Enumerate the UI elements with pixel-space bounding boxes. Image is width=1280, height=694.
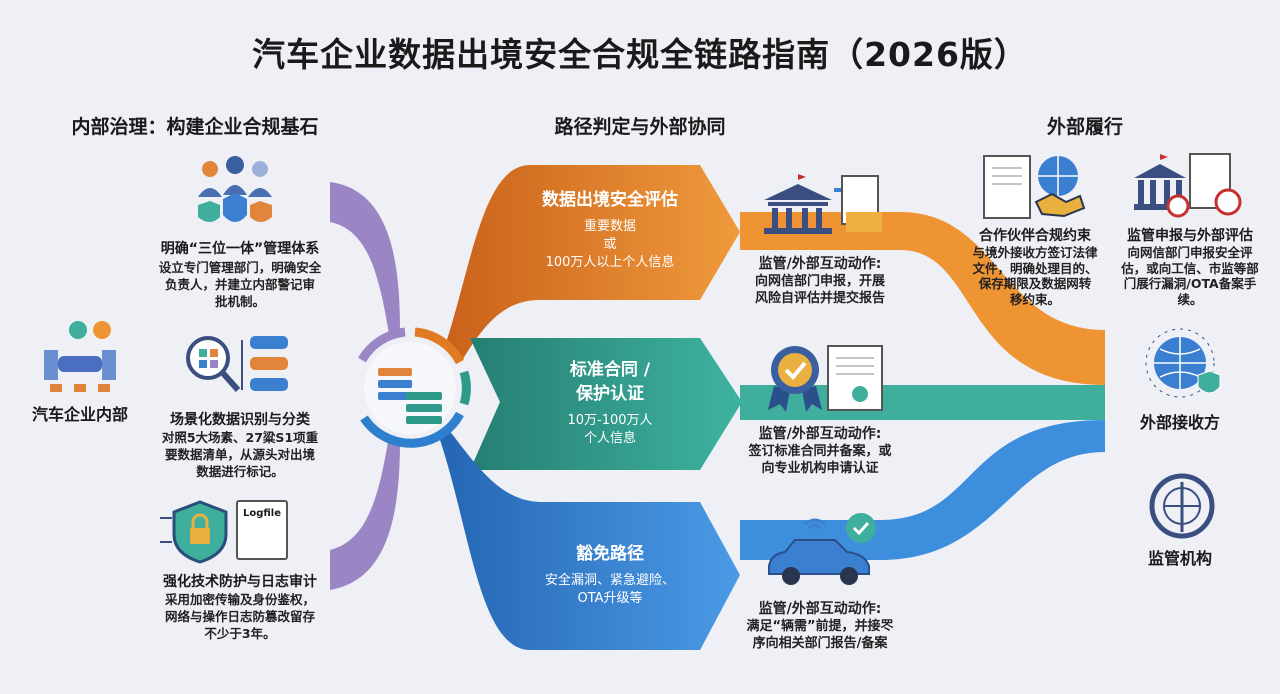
page-title: 汽车企业数据出境安全合规全链路指南（2026版） (252, 35, 1028, 74)
orange-ribbon (740, 212, 1105, 385)
desc-line: 负责人，并建立内部警记审 (164, 277, 315, 292)
path-title: 保护认证 (576, 384, 644, 404)
item-data-classification-title: 场景化数据识别与分类 (170, 412, 310, 428)
desc-line: 批机制。 (214, 294, 265, 309)
section-path-determination: 路径判定与外部协同 (554, 116, 726, 138)
desc-line: 数据进行标记。 (196, 464, 284, 479)
action-title: 监管/外部互动动作: (758, 426, 882, 442)
action-desc: 向网信部门申报，开展 (754, 274, 885, 289)
path-exemption: 豁免路径 安全漏洞、紧急避险、 OTA升级等 (520, 542, 700, 608)
action-security-assessment: 监管/外部互动动作: 向网信部门申报，开展风险自评估并提交报告 (740, 255, 900, 307)
teal-band (470, 338, 742, 470)
desc-line: 续。 (1177, 291, 1203, 307)
regulatory-authority-emblem-icon (1149, 473, 1215, 539)
certification-badge-icon (768, 345, 883, 412)
path-desc: 安全漏洞、紧急避险、 (544, 573, 675, 588)
action-desc: 风险自评估并提交报告 (754, 291, 885, 306)
purple-bracket (330, 182, 400, 340)
desc-line: 不少于3年。 (204, 626, 276, 641)
desc-line: 要数据清单，从源头对出境 (164, 447, 315, 462)
action-desc: 签订标准合同并备案，或 (748, 444, 892, 459)
path-title: 标准合同 / (569, 360, 651, 380)
desc-line: 采用加密传输及身份鉴权， (164, 592, 315, 607)
team-shield-icon (198, 156, 272, 222)
external-receiver-label: 外部接收方 (1139, 413, 1220, 432)
path-desc: 100万人以上个人信息 (545, 255, 675, 270)
item-tech-protection-title: 强化技术防护与日志审计 (163, 574, 317, 590)
center-hub (352, 327, 471, 448)
origin-label: 汽车企业内部 (31, 405, 128, 424)
car-factory-icon (44, 321, 116, 392)
desc-line: 门展行漏洞/OTA备案手 (1123, 276, 1257, 291)
global-network-shield-icon (1145, 328, 1221, 398)
contract-handshake-icon (983, 155, 1086, 219)
desc-line: 网络与操作日志防篡改留存 (164, 609, 315, 624)
section-external-fulfillment: 外部履行 (1046, 116, 1123, 138)
regulator-filing-desc: 向网信部门申报安全评估，或向工信、市监等部门展行漏洞/OTA备案手续。 (1110, 245, 1270, 307)
path-title: 豁免路径 (576, 544, 644, 564)
regulator-filing-title: 监管申报与外部评估 (1127, 228, 1253, 244)
item-data-classification-desc: 对照5大场素、27粱S1项重要数据清单，从源头对出境数据进行标记。 (130, 429, 350, 480)
logfile-label: Logfile (242, 508, 282, 519)
desc-line: 与境外接收方签订法律 (972, 245, 1098, 260)
connected-car-check-icon (768, 513, 876, 585)
item-management-system-desc: 设立专门管理部门，明确安全负责人，并建立内部警记审批机制。 (130, 259, 350, 310)
desc-line: 估，或向工信、市监等部 (1121, 260, 1259, 276)
action-desc: 满足“辆需”前提，并接罖 (746, 619, 894, 634)
data-classification-icon (186, 336, 288, 392)
path-desc: 个人信息 (583, 431, 636, 446)
desc-line: 移约束。 (1009, 291, 1060, 307)
regulatory-authority-label: 监管机构 (1147, 549, 1212, 568)
action-desc: 向专业机构申请认证 (761, 461, 879, 476)
partner-constraint-desc: 与境外接收方签订法律文件，明确处理目的、保存期限及数据网转移约束。 (960, 245, 1110, 307)
path-security-assessment: 数据出境安全评估 重要数据 或 100万人以上个人信息 (505, 188, 715, 272)
regulator-building-seal-icon (1134, 153, 1242, 218)
path-title: 数据出境安全评估 (542, 190, 678, 210)
desc-line: 对照5大场素、27粱S1项重 (161, 430, 319, 445)
path-standard-contract: 标准合同 / 保护认证 10万-100万人 个人信息 (520, 358, 700, 448)
section-internal-governance: 内部治理：构建企业合规基石 (71, 116, 319, 138)
desc-line: 保存期限及数据网转 (978, 276, 1092, 291)
action-title: 监管/外部互动动作: (758, 256, 882, 272)
path-desc: 10万-100万人 (567, 413, 653, 428)
action-title: 监管/外部互动动作: (758, 601, 882, 617)
desc-line: 文件，明确处理目的、 (972, 260, 1098, 276)
path-desc: OTA升级等 (577, 591, 643, 606)
government-building-document-icon (764, 174, 882, 234)
action-exemption: 监管/外部互动动作: 满足“辆需”前提，并接罖序向相关部门报告/备案 (740, 600, 900, 652)
blue-ribbon (740, 420, 1105, 560)
desc-line: 设立专门管理部门，明确安全 (158, 260, 322, 275)
path-desc: 或 (603, 237, 617, 252)
orange-band (440, 165, 740, 372)
lock-shield-icon (160, 500, 228, 564)
desc-line: 向网信部门申报安全评 (1127, 245, 1253, 260)
action-desc: 序向相关部门报告/备案 (752, 636, 888, 651)
logfile-document-icon: Logfile (236, 500, 288, 560)
blue-band (440, 425, 740, 650)
path-desc: 重要数据 (583, 219, 636, 234)
action-standard-contract: 监管/外部互动动作: 签订标准合同并备案，或向专业机构申请认证 (740, 425, 900, 477)
item-management-system-title: 明确“三位一体”管理体系 (160, 241, 320, 257)
item-tech-protection-desc: 采用加密传输及身份鉴权， 网络与操作日志防篡改留存不少于3年。 (130, 591, 350, 642)
partner-constraint-title: 合作伙伴合规约束 (979, 228, 1091, 244)
